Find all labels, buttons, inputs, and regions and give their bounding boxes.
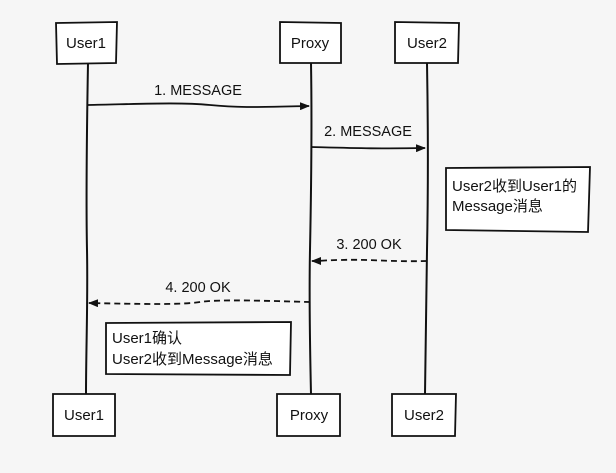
- message-3[interactable]: 3. 200 OK: [311, 237, 428, 265]
- participant-label: Proxy: [290, 407, 329, 424]
- message-2[interactable]: 2. MESSAGE: [310, 124, 426, 153]
- participant-label: Proxy: [291, 35, 330, 52]
- note-line: User1确认: [112, 330, 182, 347]
- message-label: 4. 200 OK: [165, 280, 231, 296]
- note-line: Message消息: [452, 198, 543, 215]
- message-arrow: [311, 256, 428, 265]
- lifeline-proxy: [308, 62, 313, 395]
- message-arrow: [88, 299, 311, 308]
- lifeline-user1: [85, 62, 89, 395]
- note-user1-confirm[interactable]: User1确认 User2收到Message消息: [105, 321, 292, 376]
- message-4[interactable]: 4. 200 OK: [88, 280, 311, 308]
- participant-label: User2: [407, 35, 447, 52]
- participant-top-user2[interactable]: User2: [394, 21, 460, 64]
- lifeline-user2: [424, 62, 429, 395]
- participant-bottom-user2[interactable]: User2: [391, 393, 457, 437]
- participant-bottom-user1[interactable]: User1: [52, 393, 116, 437]
- participant-label: User1: [64, 407, 104, 424]
- participant-top-proxy[interactable]: Proxy: [279, 21, 342, 64]
- message-arrow: [310, 144, 426, 153]
- participant-bottom-proxy[interactable]: Proxy: [276, 393, 341, 437]
- note-user2-received[interactable]: User2收到User1的 Message消息: [445, 166, 591, 233]
- participant-label: User2: [404, 407, 444, 424]
- note-line: User2收到User1的: [452, 178, 577, 195]
- message-1[interactable]: 1. MESSAGE: [87, 83, 310, 111]
- participant-label: User1: [66, 35, 106, 52]
- message-label: 1. MESSAGE: [154, 83, 242, 99]
- message-label: 2. MESSAGE: [324, 124, 412, 140]
- note-line: User2收到Message消息: [112, 351, 273, 368]
- message-arrow: [87, 102, 310, 111]
- participant-top-user1[interactable]: User1: [55, 21, 118, 65]
- message-label: 3. 200 OK: [336, 237, 402, 253]
